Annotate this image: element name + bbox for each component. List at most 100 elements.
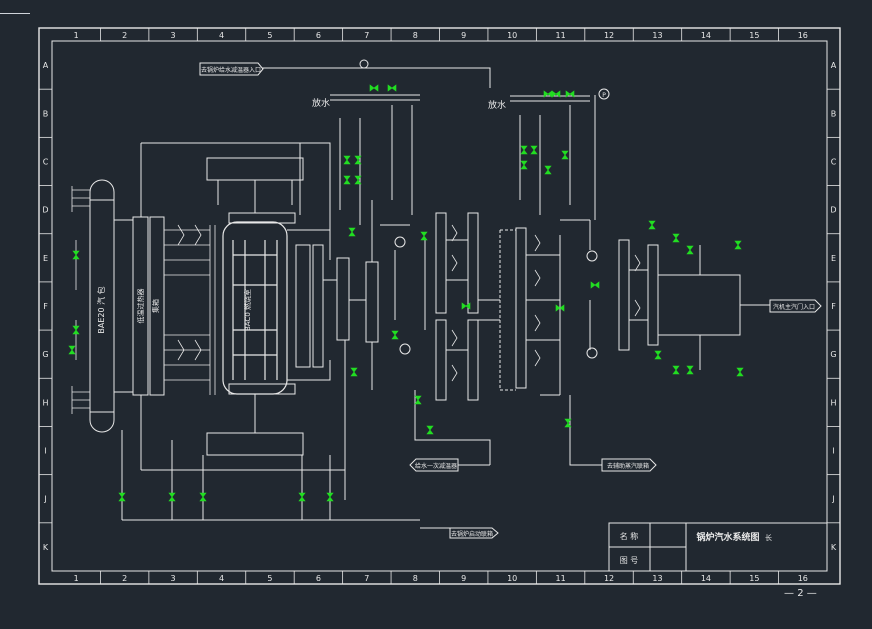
grid-column-label: 10 — [507, 574, 517, 583]
grid-row-label: E — [831, 254, 836, 263]
grid-column-label: 2 — [122, 574, 127, 583]
furnace-label: BAC0 燃烧室 — [243, 289, 252, 331]
grid-column-label: 4 — [219, 31, 224, 40]
grid-row-label: K — [43, 543, 49, 552]
valve-icon — [369, 84, 379, 92]
grid-column-label: 8 — [413, 31, 418, 40]
grid-column-label: 8 — [413, 574, 418, 583]
tube-bundles — [164, 224, 216, 395]
valve-icon — [326, 492, 334, 502]
grid-row-label: B — [43, 109, 49, 118]
steam-drum — [89, 179, 115, 433]
grid-column-label: 10 — [507, 31, 517, 40]
grid-column-label: 15 — [749, 574, 759, 583]
grid-column-label: 3 — [171, 574, 176, 583]
drum-label: BAE20 汽 包 — [96, 286, 106, 333]
valve-icon — [530, 145, 538, 155]
gauges — [359, 59, 610, 359]
grid-column-label: 14 — [701, 31, 711, 40]
to-turbine-label: 汽机主汽门入口 — [773, 303, 815, 311]
title-number-label: 图 号 — [620, 556, 639, 565]
grid-row-label: D — [42, 206, 48, 215]
grid-column-label: 7 — [364, 574, 369, 583]
valve-icon — [391, 330, 399, 340]
grid-column-label: 5 — [267, 574, 272, 583]
grid-row-label: K — [831, 543, 837, 552]
top-banner-label: 去锅炉给水减温器入口 — [201, 66, 261, 74]
valve-icon — [354, 155, 362, 165]
grid-column-label: 12 — [604, 31, 614, 40]
valve-icon — [68, 345, 76, 355]
valve-icon — [520, 160, 528, 170]
grid-row-label: F — [43, 302, 48, 311]
grid-column-label: 6 — [316, 574, 321, 583]
left-header-label-2: 集箱 — [151, 299, 160, 313]
grid-column-label: 1 — [74, 31, 79, 40]
grid-column-label: 13 — [652, 31, 662, 40]
valve-icon — [387, 84, 397, 92]
valve-icon — [168, 492, 176, 502]
grid-row-label: G — [830, 350, 836, 359]
to-boiler-header-label: 去锅炉启动联箱 — [451, 530, 493, 538]
valve-icon — [543, 90, 553, 98]
grid-column-label: 13 — [652, 574, 662, 583]
grid-row-label: I — [44, 447, 46, 456]
valve-icon — [348, 227, 356, 237]
lower-arrows — [344, 390, 657, 539]
valve-icon — [298, 492, 306, 502]
middle-equipment — [435, 212, 770, 401]
furnace-headers — [206, 157, 304, 456]
valve-icon — [354, 175, 362, 185]
grid-column-label: 3 — [171, 31, 176, 40]
valve-icon — [654, 350, 662, 360]
valve-icon — [555, 304, 565, 312]
grid-row-label: H — [42, 398, 48, 407]
valve-icon — [420, 231, 428, 241]
valve-icon — [414, 395, 422, 405]
grid-row-label: F — [831, 302, 836, 311]
valve-icon — [734, 240, 742, 250]
grid-row-label: B — [831, 109, 837, 118]
valve-icon — [343, 175, 351, 185]
valve-icon — [561, 150, 569, 160]
grid-row-label: A — [831, 61, 837, 70]
furnace — [222, 221, 288, 395]
grid-row-label: E — [43, 254, 48, 263]
top-steam-lines — [262, 67, 596, 350]
grid-row-label: A — [43, 61, 49, 70]
valve-icon — [343, 155, 351, 165]
water-discharge-right: 放水 — [488, 99, 506, 111]
grid-row-label: H — [830, 398, 836, 407]
grid-row-label: J — [831, 495, 834, 504]
title-block — [608, 522, 828, 572]
valve-icon — [736, 367, 744, 377]
top-rule — [0, 13, 30, 14]
grid-row-label: J — [43, 495, 46, 504]
grid-column-label: 4 — [219, 574, 224, 583]
valve-icon — [72, 250, 80, 260]
valve-icon — [672, 233, 680, 243]
valve-icon — [672, 365, 680, 375]
diagram-title: 锅炉汽水系统图 — [695, 531, 759, 543]
top-banner — [199, 62, 264, 76]
grid-row-label: C — [43, 157, 49, 166]
grid-column-label: 11 — [556, 574, 566, 583]
valve-icon — [118, 492, 126, 502]
grid-column-label: 16 — [798, 31, 808, 40]
grid-column-label: 2 — [122, 31, 127, 40]
grid-column-label: 6 — [316, 31, 321, 40]
pressure-gauge-icon: P — [602, 92, 606, 99]
mid-tube-zigzags — [451, 224, 641, 382]
superheater-stages — [287, 142, 379, 470]
valve-icon — [199, 492, 207, 502]
grid-row-label: D — [830, 206, 836, 215]
left-header-label-1: 低温过热器 — [136, 289, 145, 324]
grid-row-label: I — [832, 447, 834, 456]
to-aux-steam-label: 去辅助蒸汽联箱 — [607, 462, 649, 470]
bottom-drain-lines — [121, 430, 420, 521]
